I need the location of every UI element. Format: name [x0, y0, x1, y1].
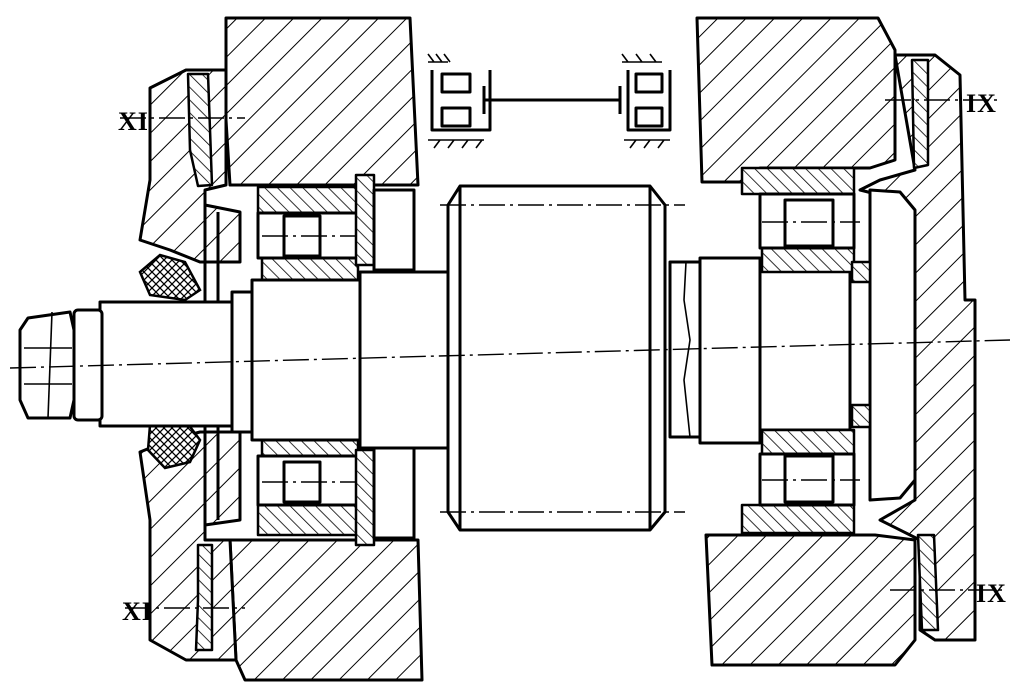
section-mark-lower-right: IX: [890, 579, 1007, 608]
section-label-lower-left: XI: [122, 597, 153, 626]
section-label-upper-left: XI: [118, 107, 149, 136]
central-roller: [440, 184, 685, 532]
section-mark-lower-left: XI: [122, 597, 245, 626]
section-mark-upper-left: XI: [118, 107, 245, 136]
right-housing: [695, 16, 977, 667]
section-mark-upper-right: IX: [885, 89, 1000, 118]
main-axis-centerline: [9, 339, 1011, 369]
shaft: [18, 270, 452, 450]
bearing-schematic-symbol: [427, 53, 672, 149]
section-label-lower-right: IX: [976, 579, 1007, 608]
section-label-upper-right: IX: [966, 89, 997, 118]
left-bearing: [256, 173, 416, 547]
